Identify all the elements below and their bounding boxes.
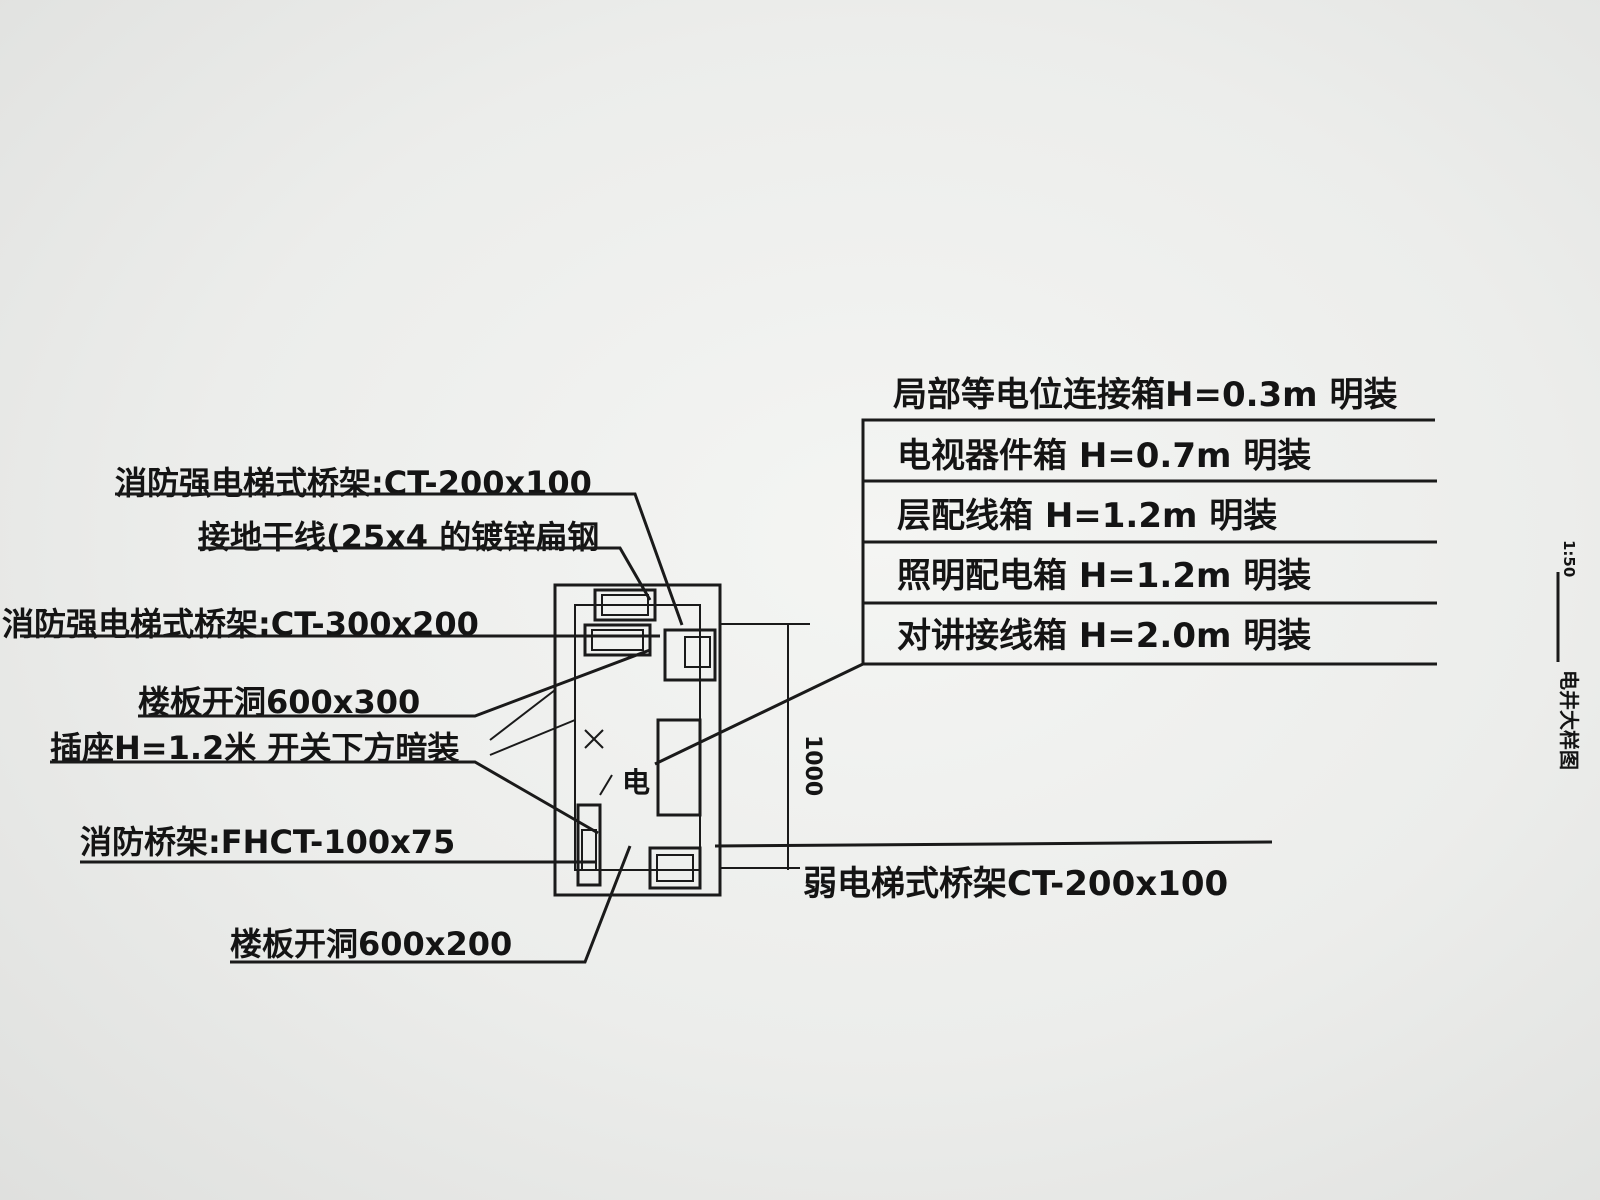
- leader-bracket-vertical: [861, 418, 1435, 664]
- shaft-outer-wall: [553, 583, 722, 897]
- leader-socket-note: [50, 760, 599, 835]
- distribution-panels: [656, 718, 702, 817]
- right-label-group: 局部等电位连接箱H=0.3m 明装 电视器件箱 H=0.7m 明装 层配线箱 H…: [654, 375, 1437, 766]
- label-slab-opening-600x200: 楼板开洞600x200: [230, 925, 512, 963]
- equipotential-box-inner: [684, 636, 711, 668]
- label-intercom-box: 对讲接线箱 H=2.0m 明装: [897, 616, 1311, 656]
- weak-current-tray-inner: [656, 854, 694, 882]
- side-title-block: 1:50 电井大样图: [1556, 540, 1581, 770]
- fire-tray-top-inner: [601, 594, 649, 616]
- leader-weak-tray: [714, 840, 1273, 848]
- bottom-right-label-group: 弱电梯式桥架CT-200x100: [714, 840, 1273, 904]
- label-fire-tray-fhct: 消防桥架:FHCT-100x75: [80, 823, 455, 861]
- label-lighting-panel: 照明配电箱 H=1.2m 明装: [897, 556, 1311, 596]
- label-local-equipotential-box: 局部等电位连接箱H=0.3m 明装: [893, 375, 1397, 415]
- equipotential-box: [663, 628, 717, 682]
- fire-tray-300x200: [583, 623, 652, 657]
- socket-x-mark-2: [584, 729, 604, 749]
- label-fire-tray-200x100: 消防强电梯式桥架:CT-200x100: [115, 464, 592, 502]
- switch-symbol: [599, 774, 613, 796]
- shaft-plan: 电 1000: [489, 583, 825, 897]
- label-tv-device-box: 电视器件箱 H=0.7m 明装: [897, 436, 1311, 476]
- leader-slab-opening-600x200: [230, 845, 632, 964]
- hatch-line-1: [489, 719, 576, 756]
- side-scale: 1:50: [1560, 540, 1578, 577]
- leader-to-panel: [654, 662, 864, 766]
- hatch-line-2: [489, 689, 556, 741]
- side-title: 电井大样图: [1557, 670, 1581, 770]
- fire-tray-fhct: [576, 803, 602, 887]
- fire-tray-top: [593, 588, 657, 622]
- label-floor-distribution-box: 层配线箱 H=1.2m 明装: [897, 496, 1277, 536]
- label-ground-line: 接地干线(25x4 的镀锌扁钢: [198, 518, 599, 556]
- fire-tray-fhct-inner: [581, 829, 597, 871]
- leader-slab-opening-600x300: [138, 648, 651, 718]
- leader-ground-line: [198, 546, 652, 601]
- left-label-group: 消防强电梯式桥架:CT-200x100 接地干线(25x4 的镀锌扁钢 消防强电…: [2, 464, 684, 964]
- label-weak-current-tray: 弱电梯式桥架CT-200x100: [803, 864, 1228, 904]
- fire-tray-300x200-inner: [591, 629, 644, 651]
- leader-fire-tray-200x100: [115, 492, 684, 626]
- dimension-value: 1000: [800, 735, 825, 796]
- electric-char: 电: [622, 766, 650, 799]
- weak-current-tray: [648, 846, 702, 890]
